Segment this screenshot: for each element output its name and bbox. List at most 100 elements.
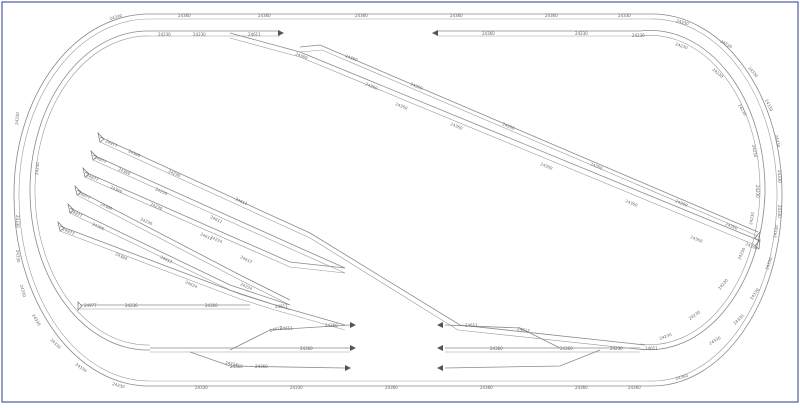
- outer-loop-label: 24330: [618, 13, 631, 18]
- outer-loop-label: 24330: [74, 362, 88, 374]
- outer-loop-label: 24330: [15, 215, 20, 228]
- bottom-yard: [80, 304, 640, 369]
- bottom-yard-label: 24612: [269, 325, 283, 333]
- inner-loop-label: 24230: [34, 162, 40, 176]
- yard-label: 24977: [86, 172, 100, 182]
- bottom-yard-label: 24611: [280, 326, 293, 331]
- outer-loop-label: 24330: [112, 381, 126, 389]
- outer-loop-label: 24330: [109, 13, 123, 21]
- direction-arrows: [278, 30, 443, 371]
- diagonal-label: 24360: [725, 221, 739, 231]
- outer-loop-label: 24360: [178, 13, 191, 18]
- inner-loop-label: 24230: [751, 144, 758, 158]
- inner-loop-label: 24230: [575, 31, 588, 36]
- diagonal-track-a: [229, 32, 759, 241]
- yard-label: 24977: [78, 190, 92, 200]
- yard-label: 24977: [62, 226, 76, 236]
- bottom-yard-label: 24977: [84, 303, 97, 308]
- inner-loop-label: 24230: [193, 32, 206, 37]
- outer-loop-label: 24360: [575, 385, 588, 390]
- inner-loop-label: 24360: [482, 31, 495, 36]
- yard-label: 24230: [150, 201, 164, 211]
- outer-loop-label: 24330: [290, 385, 303, 390]
- bottom-yard-label: 24230: [610, 346, 623, 351]
- diagonal-label: 24360: [745, 241, 759, 251]
- bottom-yard-label: 24360: [300, 346, 313, 351]
- outer-loop-label: 24330: [708, 335, 722, 346]
- bottom-yard-label: 24360: [255, 364, 268, 369]
- bottom-yard-label: 24611: [645, 346, 658, 351]
- outer-loop-label: 24330: [31, 313, 42, 327]
- inner-loop-label: 24230: [675, 41, 689, 50]
- outer-loop-label: 24330: [747, 65, 759, 78]
- inner-loop-label: 24230: [659, 332, 673, 341]
- outer-loop-track: [13, 13, 783, 387]
- bottom-yard-label: 24360: [230, 364, 243, 369]
- bottom-yard-label: 24611: [275, 304, 288, 309]
- yard-label: 24611: [210, 214, 224, 224]
- diagonal-track-a-rail: [229, 37, 756, 246]
- yard-label: 24360: [128, 148, 142, 158]
- yard-label: 24977: [105, 138, 119, 148]
- outer-loop-label: 24330: [15, 250, 21, 264]
- yard-label: 24977: [94, 154, 108, 164]
- diagonal-label: 24360: [675, 198, 689, 208]
- outer-loop-label: 24360: [628, 385, 641, 390]
- outer-loop-label: 24360: [258, 13, 271, 18]
- outer-loop-label: 24330: [195, 385, 208, 390]
- diagonal-label: 24360: [395, 101, 409, 111]
- track-piece-labels: 24330 24360 24360 24360 24360 24360 24330 24330…: [14, 13, 782, 390]
- diagonal-label: 24360: [690, 234, 704, 244]
- outer-loop-label: 24330: [772, 224, 779, 238]
- yard-label: 24230: [168, 168, 182, 178]
- inner-loop-inner-rail: [34, 35, 761, 346]
- yard-label: 24230: [155, 186, 169, 196]
- yard-label: 24360: [110, 184, 124, 194]
- outer-loop-label: 24330: [676, 18, 690, 26]
- yard-label: 24624: [185, 279, 199, 289]
- inner-loop-label: 24230: [737, 103, 748, 117]
- outer-loop-label: 24330: [764, 256, 773, 270]
- outer-loop-label: 24330: [777, 170, 782, 183]
- siding-buffers: [57, 131, 761, 311]
- inner-loop-label: 24230: [736, 246, 746, 260]
- outer-loop-label: 24330: [777, 205, 782, 218]
- diagonal-label: 24360: [540, 161, 554, 171]
- outer-loop-label: 24360: [545, 13, 558, 18]
- bottom-yard-label: 24611: [465, 323, 478, 328]
- bottom-yard-label: 24360: [325, 323, 338, 328]
- outer-loop-label: 24330: [720, 39, 734, 50]
- bottom-yard-label: 24224: [240, 281, 254, 291]
- outer-loop-label: 24360: [480, 385, 493, 390]
- diagonal-label: 24360: [450, 121, 464, 131]
- inner-loop-track: [29, 30, 766, 351]
- outer-loop-inner-rail: [18, 18, 778, 382]
- bottom-yard-label: 24236: [125, 303, 138, 308]
- bottom-yard-label: 24612: [517, 326, 531, 333]
- outer-loop-label: 24360: [355, 13, 368, 18]
- yard-label: 24224: [210, 234, 224, 244]
- yard-label: 24230: [140, 216, 154, 226]
- yard-label: 24360: [115, 251, 129, 261]
- outer-loop-label: 24330: [774, 134, 781, 148]
- outer-loop-label: 24330: [732, 313, 745, 326]
- inner-loop-label: 24230: [755, 185, 760, 198]
- outer-loop-label: 24360: [385, 385, 398, 390]
- yard-label: 24611: [235, 196, 249, 206]
- bottom-yard-label: 24360: [560, 346, 573, 351]
- yard-sidings: [59, 136, 646, 351]
- inner-loop-label: 24230: [158, 32, 171, 37]
- diagonal-track-b-rail: [299, 49, 761, 238]
- diagonal-label: 24360: [590, 161, 604, 171]
- diagonal-label: 24360: [295, 51, 309, 60]
- yard-label: 24612: [160, 254, 174, 264]
- bottom-yard-label: 24224: [225, 360, 239, 367]
- inner-loop-label: 24230: [717, 277, 729, 290]
- diagonal-label: 24360: [625, 198, 639, 208]
- outer-loop-label: 24360: [675, 373, 689, 381]
- outer-loop-label: 24330: [19, 284, 27, 298]
- bottom-yard-label: 24360: [205, 303, 218, 308]
- yard-label: 24977: [70, 208, 84, 218]
